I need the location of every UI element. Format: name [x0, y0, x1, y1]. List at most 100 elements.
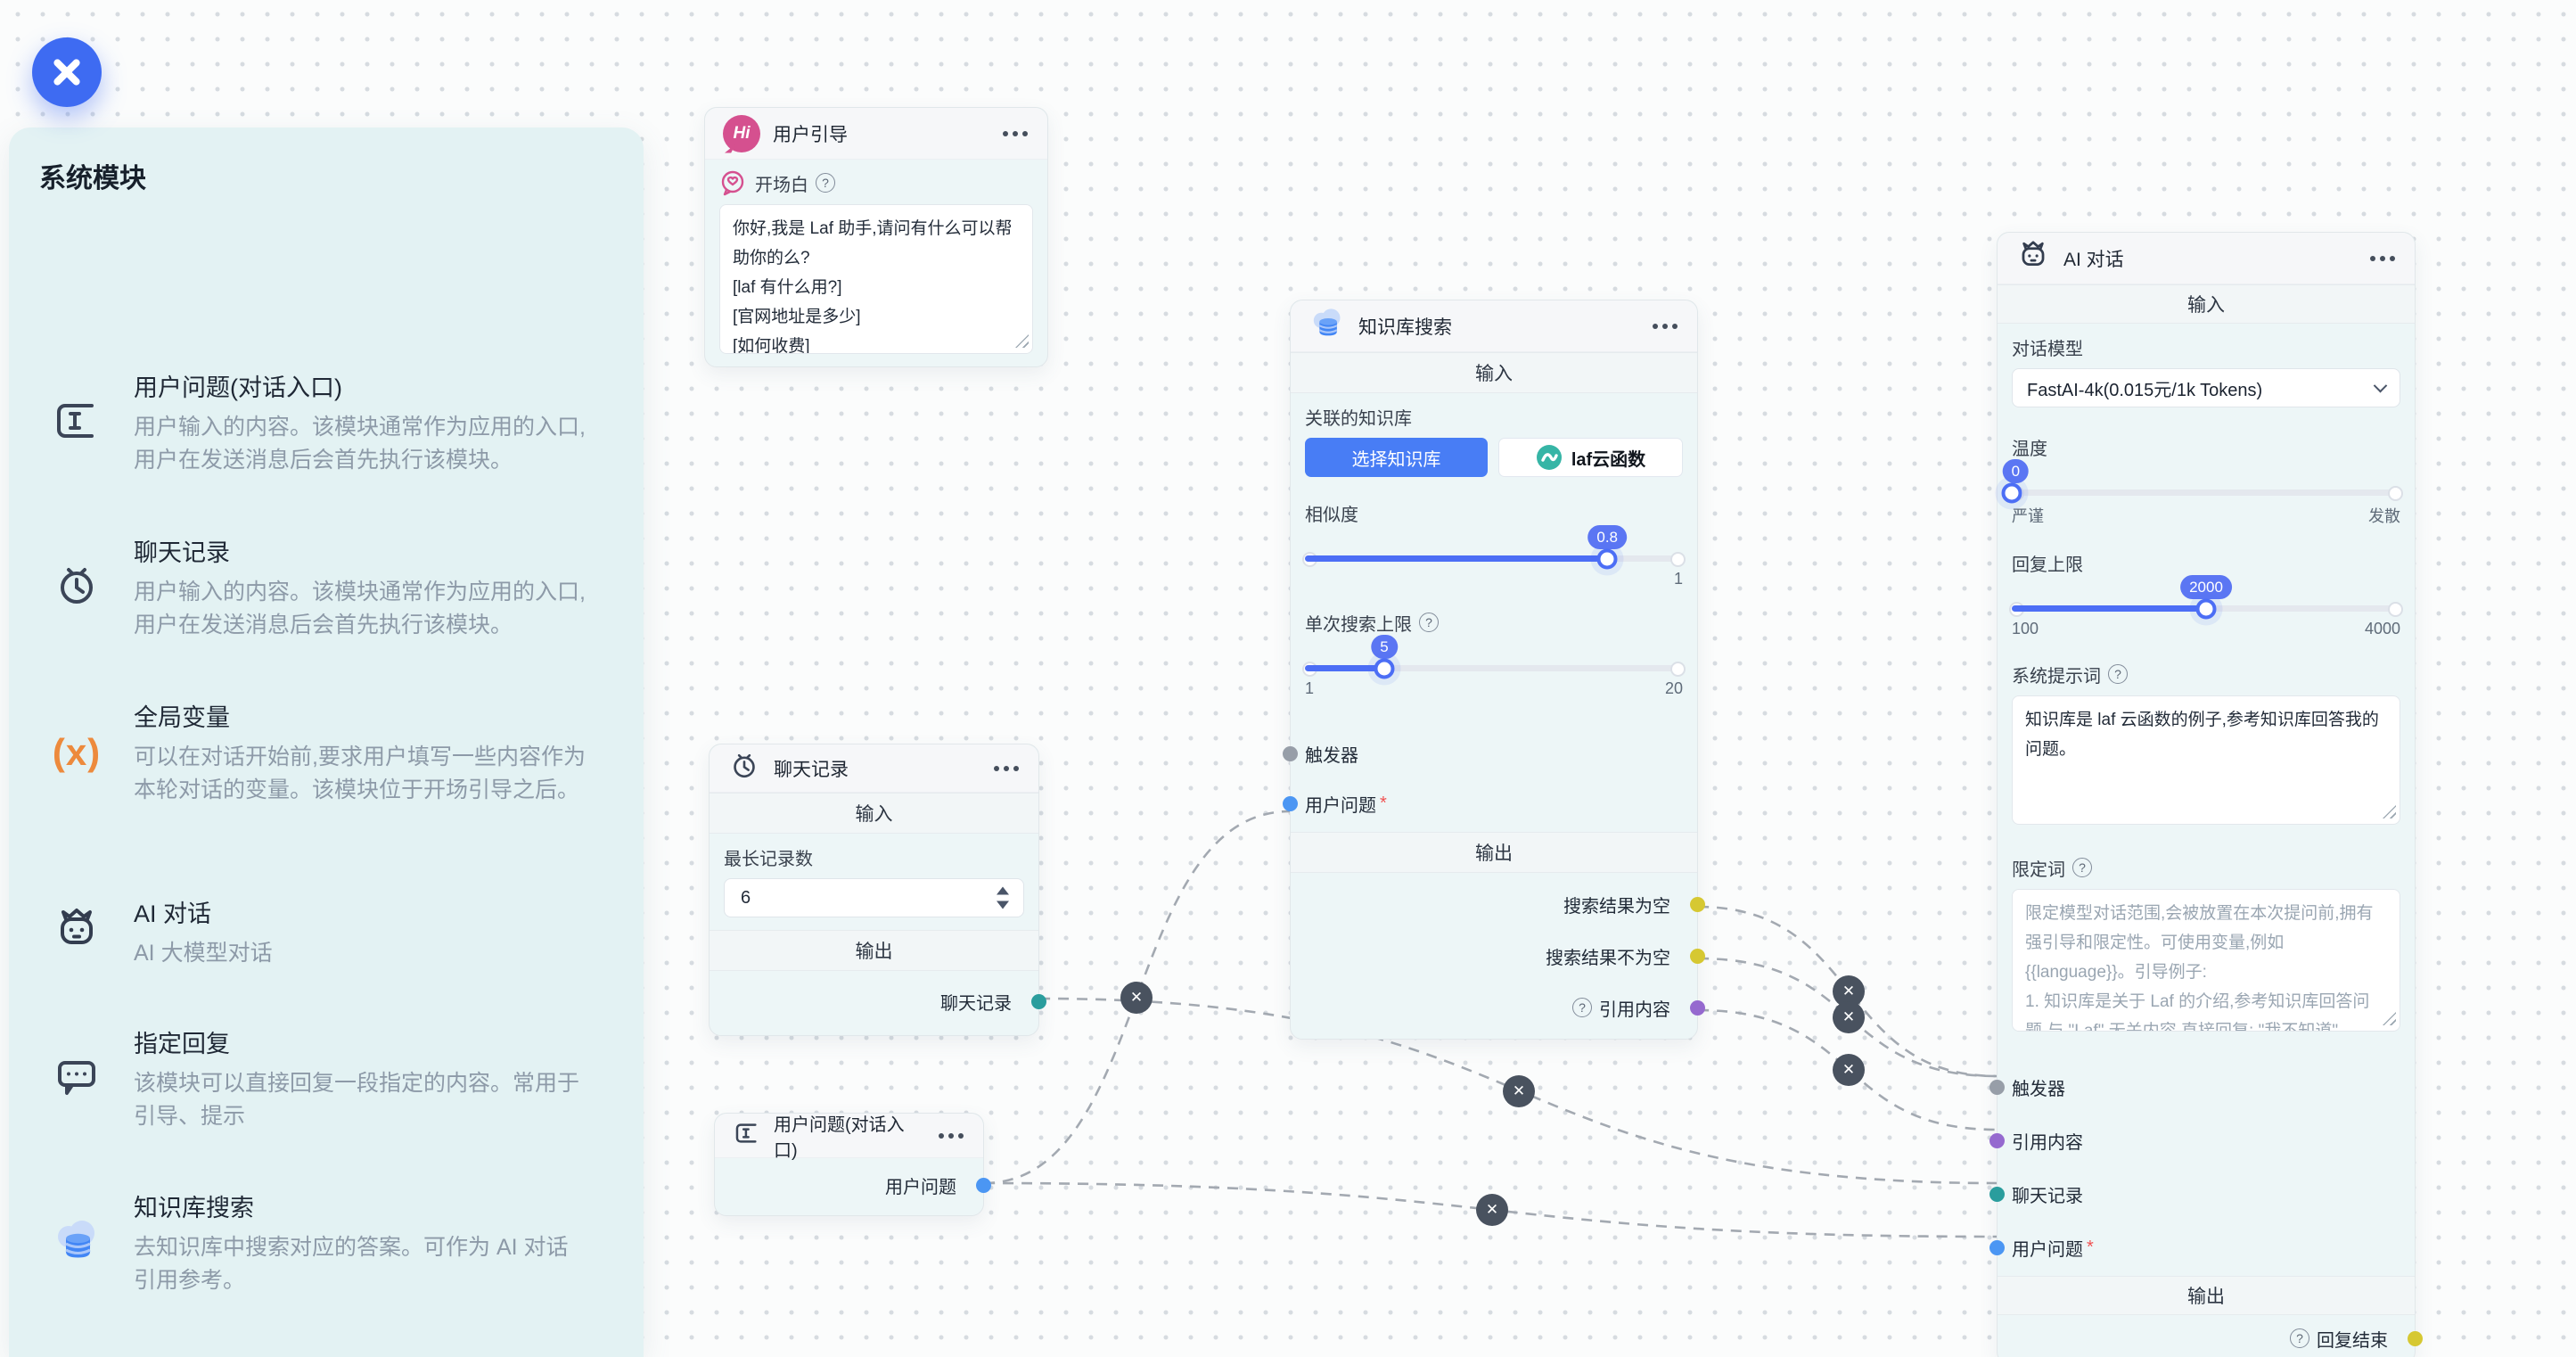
max-records-input[interactable]: 6 — [724, 878, 1024, 917]
output-section-header: 输出 — [1998, 1276, 2415, 1315]
slider-max-label: 发散 — [2368, 507, 2400, 525]
node-user-question[interactable]: 用户问题(对话入口) 用户问题 — [714, 1113, 991, 1216]
slider-rail[interactable] — [1302, 548, 1686, 569]
stepper-arrows[interactable] — [997, 886, 1009, 909]
node-ai-chat[interactable]: AI 对话 输入 对话模型 FastAI-4k(0.015元/1k Tokens… — [1989, 232, 2423, 1357]
help-icon[interactable] — [816, 173, 835, 193]
node-header[interactable]: 聊天记录 — [710, 744, 1038, 793]
limit-words-textarea[interactable] — [2012, 889, 2400, 1032]
sidebar-item-ai-chat[interactable]: AI 对话 AI 大模型对话 — [41, 894, 590, 970]
node-header[interactable]: 知识库搜索 — [1291, 300, 1697, 352]
slider-rail[interactable] — [2009, 598, 2403, 619]
delete-wire-icon[interactable] — [1833, 1054, 1865, 1086]
output-port-reply-end: 回复结束 — [1998, 1317, 2423, 1357]
slider-value-badge: 2000 — [2180, 575, 2232, 599]
sidebar-item-global-variable[interactable]: (x) 全局变量 可以在对话开始前,要求用户填写一些内容作为本轮对话的变量。该模… — [41, 698, 590, 807]
search-not-empty-port[interactable] — [1690, 948, 1705, 964]
input-port-trigger: 触发器 — [1283, 737, 1683, 769]
node-menu-icon[interactable] — [1001, 124, 1030, 144]
node-menu-icon[interactable] — [1651, 317, 1679, 336]
variable-icon: (x) — [52, 731, 102, 773]
question-port[interactable] — [1989, 1239, 2005, 1255]
node-user-guide[interactable]: Hi 用户引导 开场白 你好,我是 Laf 助手,请问有什么可以帮助你的么? [… — [704, 107, 1048, 367]
trigger-port[interactable] — [1283, 745, 1298, 761]
node-header[interactable]: AI 对话 — [1998, 233, 2415, 284]
quote-port[interactable] — [1690, 999, 1705, 1016]
slider-thumb[interactable] — [2001, 482, 2022, 503]
sidebar-item-kb-search[interactable]: 知识库搜索 去知识库中搜索对应的答案。可作为 AI 对话引用参考。 — [41, 1188, 590, 1297]
trigger-port[interactable] — [1989, 1079, 2005, 1095]
robot-icon — [51, 904, 103, 960]
quote-port[interactable] — [1989, 1132, 2005, 1148]
question-port[interactable] — [976, 1177, 991, 1193]
delete-wire-icon[interactable] — [1476, 1194, 1508, 1226]
slider-value-badge: 0 — [2002, 459, 2030, 483]
port-label: 用户问题 — [2012, 1239, 2083, 1260]
sidebar-item-fixed-reply[interactable]: 指定回复 该模块可以直接回复一段指定的内容。常用于引导、提示 — [41, 1024, 590, 1133]
opening-label: 开场白 — [755, 175, 808, 195]
help-icon[interactable] — [2290, 1328, 2309, 1348]
module-title: 知识库搜索 — [134, 1195, 254, 1221]
select-dataset-button[interactable]: 选择知识库 — [1305, 438, 1488, 477]
sidebar-item-chat-history[interactable]: 聊天记录 用户输入的内容。该模块通常作为应用的入口,用户在发送消息后会首先执行该… — [41, 533, 590, 642]
module-title: 聊天记录 — [134, 539, 230, 566]
port-label: 引用内容 — [2012, 1132, 2083, 1153]
similarity-slider: 0.8 1 — [1302, 525, 1686, 588]
node-menu-icon[interactable] — [992, 759, 1021, 778]
required-mark: * — [1380, 793, 1387, 813]
help-icon[interactable] — [1419, 613, 1439, 632]
delete-wire-icon[interactable] — [1833, 1001, 1865, 1033]
node-chat-history[interactable]: 聊天记录 输入 最长记录数 6 输出 聊天记录 — [709, 744, 1046, 1036]
input-port-user-question: 用户问题* — [1283, 787, 1683, 819]
welcome-textarea[interactable]: 你好,我是 Laf 助手,请问有什么可以帮助你的么? [laf 有什么用?] [… — [719, 204, 1033, 354]
module-desc: AI 大模型对话 — [134, 941, 273, 966]
history-port[interactable] — [1031, 993, 1046, 1009]
history-port[interactable] — [1989, 1186, 2005, 1202]
dataset-label: 关联的知识库 — [1305, 408, 1412, 429]
delete-wire-icon[interactable] — [1503, 1075, 1535, 1107]
module-desc: 去知识库中搜索对应的答案。可作为 AI 对话引用参考。 — [134, 1235, 569, 1293]
slider-thumb[interactable] — [1596, 548, 1618, 569]
slider-min-label: 1 — [1305, 679, 1315, 697]
module-desc: 用户输入的内容。该模块通常作为应用的入口,用户在发送消息后会首先执行该模块。 — [134, 415, 586, 473]
heart-bubble-icon — [719, 169, 746, 196]
slider-thumb[interactable] — [2195, 598, 2217, 619]
help-icon[interactable] — [2108, 664, 2128, 684]
node-header[interactable]: 用户问题(对话入口) — [715, 1114, 983, 1161]
system-prompt-label: 系统提示词 — [2012, 662, 2400, 687]
user-question-port[interactable] — [1283, 795, 1298, 811]
reply-limit-label: 回复上限 — [2012, 555, 2083, 575]
node-title: 知识库搜索 — [1358, 317, 1452, 338]
reply-end-port[interactable] — [2408, 1330, 2423, 1346]
temperature-label: 温度 — [2012, 439, 2047, 459]
node-kb-search[interactable]: 知识库搜索 输入 关联的知识库 选择知识库 laf云函数 相似度 0.8 — [1283, 300, 1705, 1040]
sidebar-item-user-question[interactable]: 用户问题(对话入口) 用户输入的内容。该模块通常作为应用的入口,用户在发送消息后… — [41, 368, 590, 477]
module-desc: 该模块可以直接回复一段指定的内容。常用于引导、提示 — [134, 1071, 580, 1129]
help-icon[interactable] — [1572, 998, 1592, 1017]
slider-rail[interactable] — [2001, 482, 2403, 503]
wire-kbnotempty-to-ai-trigger — [1697, 957, 1998, 1078]
port-label: 回复结束 — [2317, 1330, 2388, 1351]
dataset-chip-button[interactable]: laf云函数 — [1498, 438, 1683, 477]
port-label: 触发器 — [2012, 1079, 2065, 1099]
required-mark: * — [2087, 1237, 2094, 1257]
system-prompt-textarea[interactable]: 知识库是 laf 云函数的例子,参考知识库回答我的问题。 — [2012, 695, 2400, 825]
slider-thumb[interactable] — [1374, 658, 1395, 678]
delete-wire-icon[interactable] — [1120, 982, 1153, 1014]
node-header[interactable]: Hi 用户引导 — [705, 108, 1047, 160]
node-menu-icon[interactable] — [937, 1126, 965, 1146]
node-menu-icon[interactable] — [2368, 249, 2397, 268]
model-select[interactable]: FastAI-4k(0.015元/1k Tokens) — [2012, 368, 2400, 407]
module-title: 全局变量 — [134, 704, 230, 731]
input-section-header: 输入 — [1998, 284, 2415, 324]
help-icon[interactable] — [2072, 858, 2092, 877]
search-empty-port[interactable] — [1690, 896, 1705, 912]
model-value: FastAI-4k(0.015元/1k Tokens) — [2027, 380, 2263, 400]
close-module-panel-button[interactable] — [32, 37, 102, 107]
port-label: 引用内容 — [1599, 999, 1670, 1020]
sidebar-item-question-classify[interactable]: 问题分类 可以判断用户问题属于哪方面问题,从而执行不同的操作。 — [41, 1353, 590, 1357]
opening-label-row: 开场白 — [719, 169, 1033, 196]
temperature-slider: 0 严谨 发散 — [2001, 459, 2403, 527]
slider-rail[interactable] — [1302, 658, 1686, 678]
